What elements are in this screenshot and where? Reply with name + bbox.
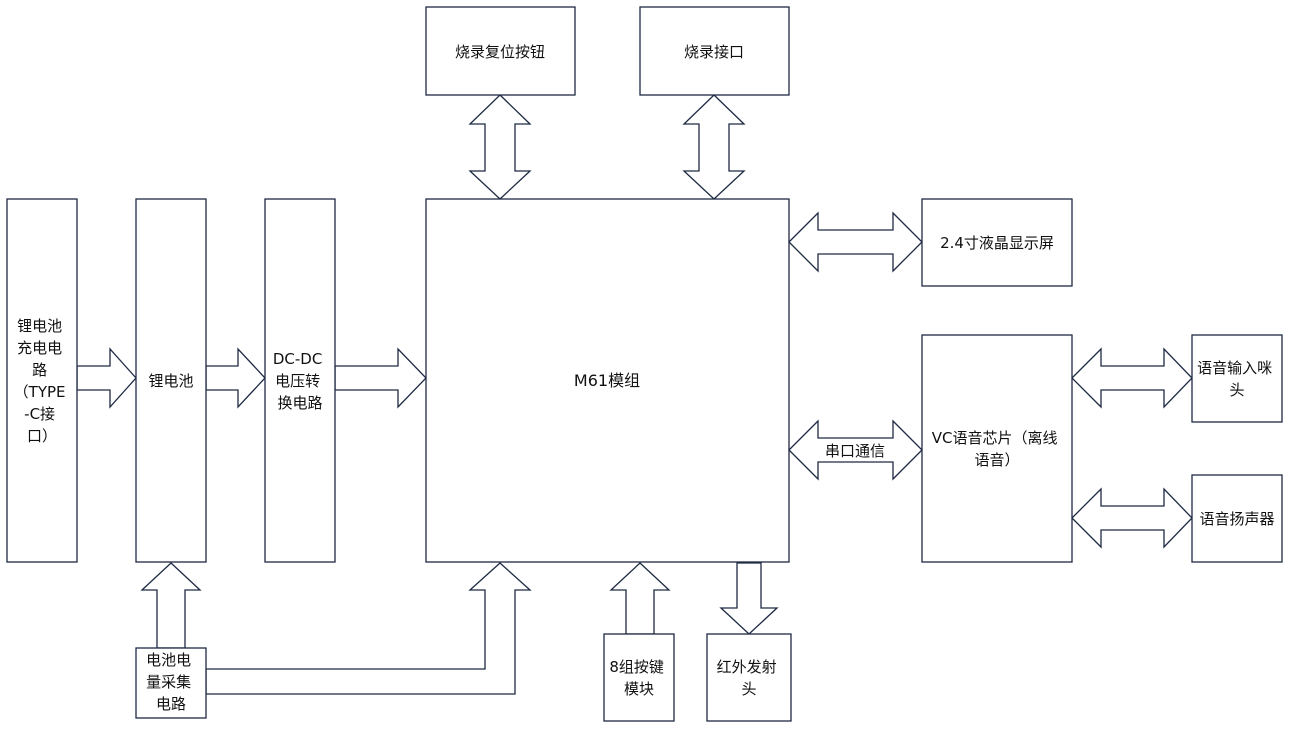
block-dcdc-converter [264, 198, 336, 563]
arrow-sampling-to-m61 [205, 562, 532, 695]
arrow-charging-to-battery [76, 347, 137, 409]
block-ir-emitter [706, 633, 792, 722]
block-vc-voice-chip [921, 334, 1073, 563]
arrow-dcdc-to-m61 [334, 347, 427, 409]
block-speaker [1191, 474, 1283, 563]
arrow-m61-to-ir [719, 562, 779, 635]
arrow-m61-lcd [788, 211, 923, 273]
label-burn-interface: 烧录接口 [684, 43, 744, 61]
block-burn-interface [639, 6, 790, 96]
arrow-battery-to-dcdc [205, 347, 266, 409]
label-charging-circuit: 锂电池 充电电 路 （TYPE -C接 口） [14, 317, 71, 445]
label-ir-emitter: 红外发射 头 [717, 658, 782, 698]
block-battery-sampling [135, 647, 207, 719]
label-battery-sampling: 电池电 量采集 电路 [146, 651, 196, 713]
arrow-sampling-to-battery [140, 562, 202, 649]
block-burn-reset-button [425, 6, 576, 96]
label-uart-link: 串口通信 [825, 442, 885, 460]
label-m61-module: M61模组 [574, 371, 640, 390]
label-keys: 8组按键 模块 [609, 658, 668, 698]
block-mic [1191, 334, 1283, 423]
block-charging-circuit [6, 198, 78, 563]
block-lcd [921, 198, 1073, 287]
arrow-burn-reset-m61 [468, 94, 532, 200]
arrow-keys-to-m61 [609, 562, 671, 635]
block-lithium-battery [135, 198, 207, 563]
label-speaker: 语音扬声器 [1199, 510, 1274, 528]
arrow-vc-speaker [1071, 487, 1193, 549]
label-vc-voice-chip: VC语音芯片（离线 语音） [932, 429, 1063, 469]
label-lcd: 2.4寸液晶显示屏 [940, 234, 1054, 252]
label-lithium-battery: 锂电池 [148, 372, 193, 390]
label-burn-reset-button: 烧录复位按钮 [455, 43, 545, 61]
arrow-vc-mic [1071, 347, 1193, 409]
block-m61-module [425, 198, 790, 563]
block-keys [603, 633, 675, 722]
label-dcdc-converter: DC-DC 电压转 换电路 [273, 350, 327, 412]
arrow-burn-interface-m61 [682, 94, 746, 200]
label-mic: 语音输入咪 头 [1197, 359, 1277, 399]
